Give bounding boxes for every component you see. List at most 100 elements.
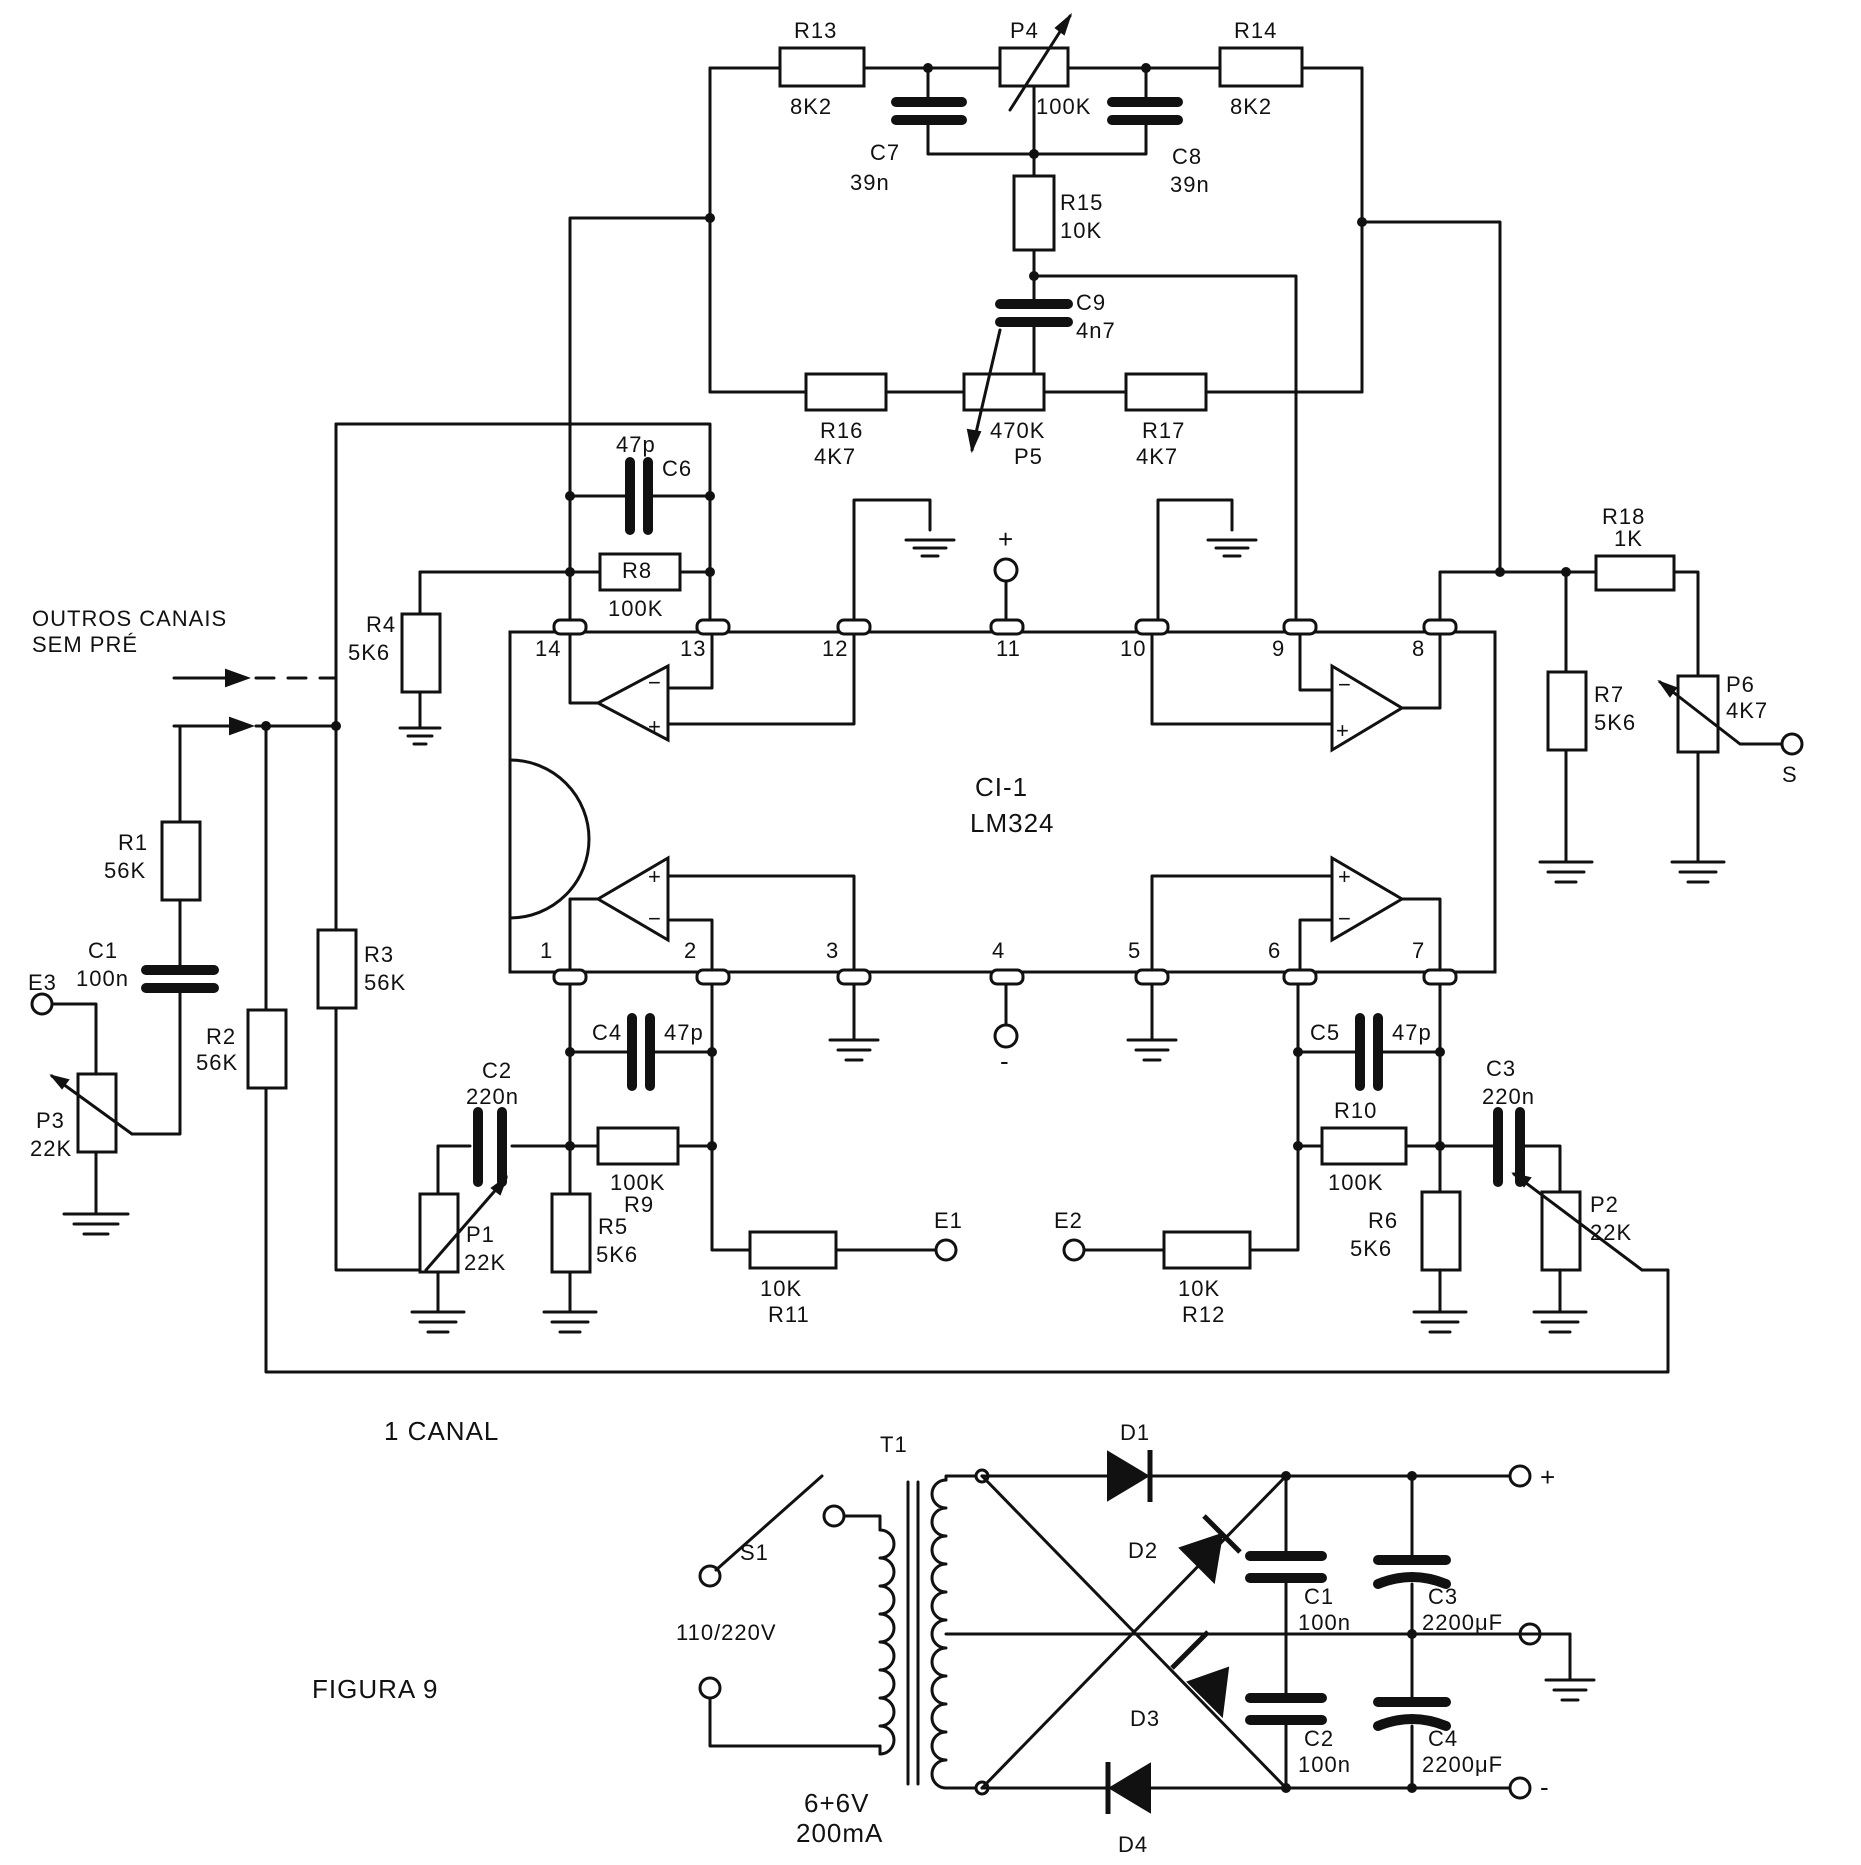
pin-3-label: 3 — [826, 938, 839, 963]
diode-d4 — [1108, 1762, 1151, 1814]
p5-potentiometer — [962, 372, 1046, 412]
c2-value: 220n — [466, 1084, 519, 1109]
r12-ref: R12 — [1182, 1302, 1225, 1327]
output-s-label: S — [1782, 762, 1798, 787]
secondary-winding — [930, 1478, 948, 1790]
r7-ref: R7 — [1594, 682, 1624, 707]
p5-value: 470K — [990, 418, 1045, 443]
r15-value: 10K — [1060, 218, 1102, 243]
mains-label: 110/220V — [676, 1620, 777, 1645]
svg-text:−: − — [648, 670, 662, 695]
r10-resistor — [1320, 1126, 1408, 1166]
ps-minus-label: - — [1540, 1772, 1550, 1802]
ps-c2-value: 100n — [1298, 1752, 1351, 1777]
r14-ref: R14 — [1234, 18, 1277, 43]
input-e3-section: OUTROS CANAIS SEM PRÉ R1 56K C1 100n E3 — [28, 422, 1670, 1374]
p5-ref: P5 — [1014, 444, 1043, 469]
pin11-plus-label: + — [998, 524, 1014, 554]
r4-value: 5K6 — [348, 640, 390, 665]
r7-value: 5K6 — [1594, 710, 1636, 735]
opamp-b: − + — [1150, 632, 1442, 753]
other-channels-line1: OUTROS CANAIS — [32, 606, 227, 631]
r16-resistor — [804, 372, 888, 412]
supply-pins-top: + — [852, 498, 1258, 622]
c8-ref: C8 — [1172, 144, 1202, 169]
svg-text:+: + — [648, 714, 662, 739]
input-e3-terminal — [30, 992, 54, 1016]
e3-label: E3 — [28, 970, 57, 995]
p4-ref: P4 — [1010, 18, 1039, 43]
r15-resistor — [1012, 174, 1056, 252]
ps-plus-terminal — [1508, 1464, 1532, 1488]
r3-ref: R3 — [364, 942, 394, 967]
ic-ref-label: CI-1 — [975, 772, 1028, 802]
input-e1-section: C4 47p 100K R9 C2 220n P1 22K R5 5K6 — [410, 982, 963, 1334]
primary-winding — [878, 1528, 896, 1756]
r14-resistor — [1218, 46, 1304, 88]
r3-value: 56K — [364, 970, 406, 995]
r8-resistor — [598, 552, 682, 592]
p2-value: 22K — [1590, 1220, 1632, 1245]
opamp-c: + − — [568, 855, 856, 972]
svg-text:+: + — [1338, 864, 1352, 889]
e1-label: E1 — [934, 1208, 963, 1233]
pin-11-label: 11 — [996, 636, 1021, 661]
r6-ref: R6 — [1368, 1208, 1398, 1233]
ps-c3-ref: C3 — [1428, 1584, 1458, 1609]
ps-plus-label: + — [1540, 1462, 1556, 1492]
r4-ref: R4 — [366, 612, 396, 637]
c9-value: 4n7 — [1076, 318, 1116, 343]
pin-13-label: 13 — [680, 636, 706, 661]
p2-ref: P2 — [1590, 1192, 1619, 1217]
switch-label: S1 — [740, 1540, 769, 1565]
p3-value: 22K — [30, 1136, 72, 1161]
r8-value: 100K — [608, 596, 663, 621]
ps-minus-terminal — [1508, 1776, 1532, 1800]
caption-channel: 1 CANAL — [384, 1416, 499, 1446]
r5-resistor — [550, 1192, 592, 1274]
c9-ref: C9 — [1076, 290, 1106, 315]
ps-c3-value: 2200μF — [1422, 1610, 1503, 1635]
svg-text:+: + — [1336, 718, 1350, 743]
r18-value: 1K — [1614, 526, 1643, 551]
d1-label: D1 — [1120, 1420, 1150, 1445]
r9-ref: R9 — [624, 1192, 654, 1217]
c3-ref: C3 — [1486, 1056, 1516, 1081]
pin4-minus-label: - — [1000, 1046, 1010, 1076]
p4-potentiometer — [998, 46, 1070, 88]
r1-resistor — [160, 820, 202, 902]
c6-ref: C6 — [662, 456, 692, 481]
r1-ref: R1 — [118, 830, 148, 855]
pin-2-label: 2 — [684, 938, 697, 963]
d2-label: D2 — [1128, 1538, 1158, 1563]
r12-resistor — [1162, 1230, 1252, 1270]
mains-terminal-b — [698, 1676, 722, 1700]
r16-ref: R16 — [820, 418, 863, 443]
diode-d2 — [1178, 1532, 1224, 1585]
e2-label: E2 — [1054, 1208, 1083, 1233]
ps-c4-ref: C4 — [1428, 1726, 1458, 1751]
caption-figure: FIGURA 9 — [312, 1674, 438, 1704]
p6-ref: P6 — [1726, 672, 1755, 697]
r9-resistor — [596, 1126, 680, 1166]
r13-resistor — [778, 46, 866, 88]
r2-resistor — [246, 1008, 288, 1090]
output-s-terminal — [1780, 732, 1804, 756]
power-supply: S1 110/220V T1 6+6V 200mA D1 D2 — [676, 1420, 1596, 1857]
supply-pins-bottom: - — [828, 982, 1178, 1076]
c4-ref: C4 — [592, 1020, 622, 1045]
r13-ref: R13 — [794, 18, 837, 43]
r15-ref: R15 — [1060, 190, 1103, 215]
r2-value: 56K — [196, 1050, 238, 1075]
r8-ref: R8 — [622, 558, 652, 583]
input-e1-terminal — [934, 1238, 958, 1262]
vminus-terminal-ic — [993, 1023, 1019, 1049]
r12-value: 10K — [1178, 1276, 1220, 1301]
p6-potentiometer — [1676, 674, 1720, 754]
r9-value: 100K — [610, 1170, 665, 1195]
diode-d1 — [1107, 1450, 1150, 1502]
p1-ref: P1 — [466, 1222, 495, 1247]
svg-text:−: − — [1338, 906, 1352, 931]
pin-1-label: 1 — [540, 938, 553, 963]
